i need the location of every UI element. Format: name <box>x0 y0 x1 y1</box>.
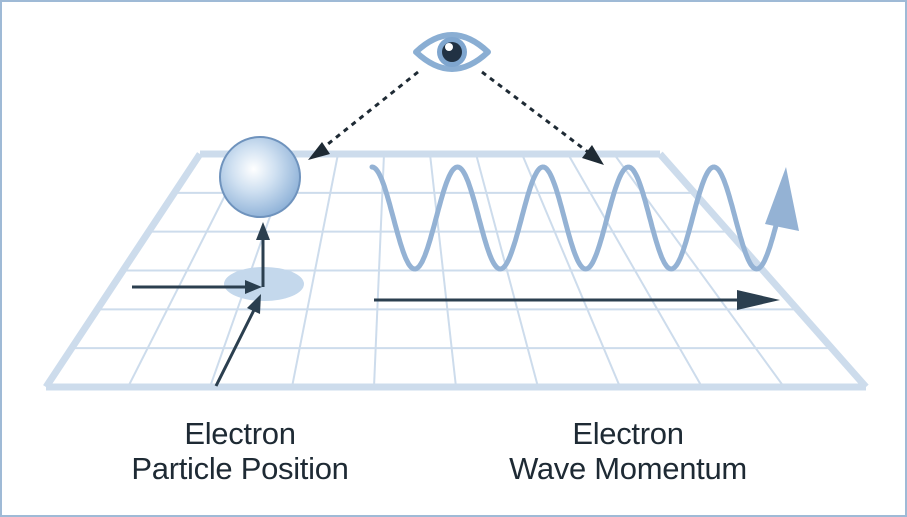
wave-label-line1: Electron <box>572 416 684 451</box>
wave-label-line2: Wave Momentum <box>509 451 747 486</box>
particle-label-line1: Electron <box>184 416 296 451</box>
momentum-arrowhead <box>737 290 780 310</box>
observation-arrow-wave-head <box>582 145 604 165</box>
wave-momentum-label: Electron Wave Momentum <box>478 416 778 486</box>
observation-arrow-particle-head <box>308 142 330 160</box>
position-axis-y-head <box>256 222 270 240</box>
sine-wave-icon <box>369 164 781 272</box>
particle-label-line2: Particle Position <box>131 451 349 486</box>
position-axis-z-head <box>247 294 261 314</box>
position-axis-x-head <box>245 280 262 294</box>
wave-arrowhead <box>765 167 799 231</box>
eye-icon <box>413 32 491 72</box>
perspective-grid <box>43 150 869 391</box>
observation-arrow-wave <box>481 70 593 157</box>
position-axis-z <box>214 309 256 387</box>
observation-arrow-particle <box>317 70 419 154</box>
electron-sphere-icon <box>219 136 301 218</box>
particle-position-label: Electron Particle Position <box>90 416 390 486</box>
